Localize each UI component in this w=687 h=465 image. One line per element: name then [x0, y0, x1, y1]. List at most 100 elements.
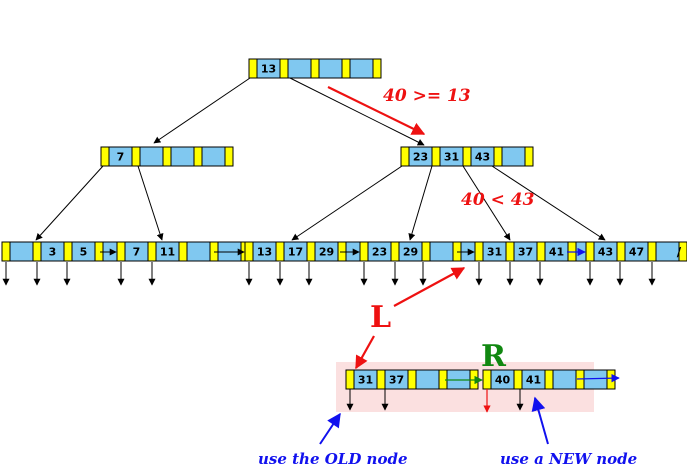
key-label: 7 — [133, 246, 141, 259]
link-new-to-next — [576, 373, 620, 383]
pointer-slot — [647, 241, 657, 262]
pointer-slot — [505, 241, 515, 262]
pointer-slot — [359, 241, 369, 262]
key-slot — [287, 58, 312, 79]
key-label: 23 — [413, 151, 428, 164]
key-label: 31 — [358, 374, 373, 387]
key-slot — [186, 241, 211, 262]
pointer-slot — [678, 241, 687, 262]
key-label: 37 — [518, 246, 533, 259]
pointer-slot — [400, 146, 410, 167]
key-slot — [655, 241, 680, 262]
root-node: 13 — [248, 58, 382, 79]
pointer-slot — [248, 58, 258, 79]
key-slot — [318, 58, 343, 79]
key-label: 31 — [487, 246, 502, 259]
pointer-slot — [131, 146, 141, 167]
key-slot — [349, 58, 374, 79]
edge-l1b-to-leaf3 — [291, 165, 403, 241]
pointer-slot — [1, 241, 11, 262]
left-label: L — [370, 300, 391, 335]
end-marker: / — [677, 245, 682, 259]
pointer-slot — [162, 146, 172, 167]
edge-root-to-right — [289, 77, 425, 146]
pointer-slot — [279, 58, 289, 79]
key-label: 7 — [117, 151, 125, 164]
pointer-slot — [306, 241, 316, 262]
key-label: 41 — [549, 246, 564, 259]
key-label: 29 — [403, 246, 418, 259]
pointer-slot — [513, 369, 523, 390]
split-down-pointers — [346, 389, 524, 411]
pointer-slot — [178, 241, 188, 262]
key-slot — [501, 146, 526, 167]
pointer-slot — [616, 241, 626, 262]
key-label: 47 — [629, 246, 644, 259]
new-node-caption-arrow — [531, 396, 549, 445]
key-label: 40 — [495, 374, 511, 387]
edge-l1b-to-leaf5 — [462, 165, 511, 241]
key-label: 43 — [475, 151, 490, 164]
edge-l1a-to-leaf1 — [35, 165, 104, 241]
key-slot — [415, 369, 440, 390]
pointer-slot — [536, 241, 546, 262]
key-slot — [552, 369, 577, 390]
pointer-slot — [100, 146, 110, 167]
pointer-slot — [376, 369, 386, 390]
key-label: 43 — [598, 246, 613, 259]
key-label: 13 — [261, 63, 276, 76]
internal-node-right: 23 31 43 — [400, 146, 534, 167]
key-label: 17 — [288, 246, 303, 259]
key-slot — [583, 369, 608, 390]
pointer-slot — [345, 369, 355, 390]
key-slot — [139, 146, 164, 167]
edge-l1b-to-leaf6 — [491, 165, 606, 241]
pointer-slot — [407, 369, 417, 390]
key-label: 41 — [526, 374, 541, 387]
pointer-slot — [524, 146, 534, 167]
key-slot — [201, 146, 226, 167]
compare-level1-label: 40 < 43 — [461, 190, 535, 210]
pointer-slot — [421, 241, 431, 262]
pointer-slot — [474, 241, 484, 262]
pointer-slot — [193, 146, 203, 167]
right-label: R — [481, 339, 507, 374]
tree-edges — [35, 77, 606, 241]
internal-node-left: 7 — [100, 146, 234, 167]
key-slot — [429, 241, 454, 262]
new-node-caption: use a NEW node — [500, 450, 637, 465]
edge-l1b-to-leaf4 — [408, 165, 433, 241]
key-label: 11 — [160, 246, 175, 259]
search-arrow-root — [327, 86, 426, 135]
pointer-slot — [63, 241, 73, 262]
leaf-down-pointers — [2, 262, 656, 286]
key-slot — [9, 241, 34, 262]
split-arrow-to-old — [355, 335, 375, 370]
key-label: 13 — [257, 246, 272, 259]
edge-l1a-to-leaf2 — [137, 165, 164, 241]
split-arrow-to-leaf — [393, 267, 466, 307]
leaf-node-6: 43 47 — [585, 241, 687, 262]
key-slot — [170, 146, 195, 167]
pointer-slot — [585, 241, 595, 262]
key-label: 5 — [80, 246, 88, 259]
pointer-slot — [244, 241, 254, 262]
old-node-caption: use the OLD node — [258, 450, 408, 465]
key-label: 31 — [444, 151, 459, 164]
pointer-slot — [341, 58, 351, 79]
pointer-slot — [462, 146, 472, 167]
pointer-slot — [275, 241, 285, 262]
pointer-slot — [224, 146, 234, 167]
pointer-slot — [390, 241, 400, 262]
key-label: 29 — [319, 246, 334, 259]
pointer-slot — [493, 146, 503, 167]
key-label: 3 — [49, 246, 57, 259]
compare-root-label: 40 >= 13 — [383, 86, 471, 106]
edge-root-to-left — [153, 77, 251, 144]
old-node-caption-arrow — [319, 412, 341, 445]
key-label: 23 — [372, 246, 387, 259]
pointer-slot — [544, 369, 554, 390]
pointer-slot — [372, 58, 382, 79]
pointer-slot — [606, 369, 616, 390]
